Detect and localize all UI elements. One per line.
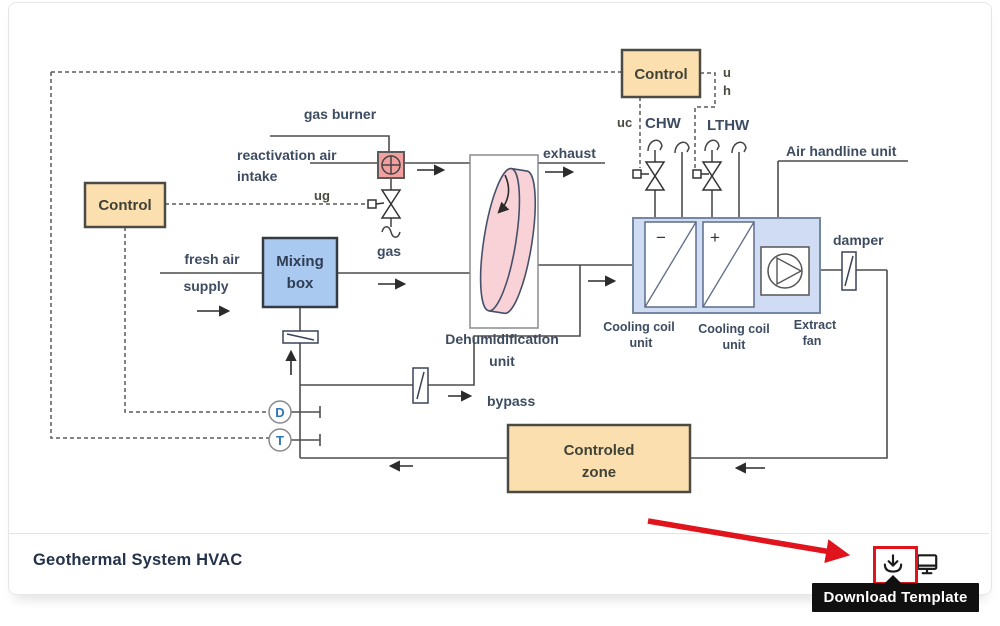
- coil1-minus-sign: −: [656, 228, 666, 247]
- dehumidification-unit: [469, 154, 539, 329]
- dehumidification-label-2: unit: [489, 353, 515, 369]
- zone-label-2: zone: [582, 464, 616, 481]
- controlled-zone-box: Controled zone: [506, 423, 692, 494]
- uc-signal-label: uc: [617, 115, 632, 130]
- download-template-button[interactable]: [878, 549, 908, 579]
- zone-label-1: Controled: [564, 442, 635, 459]
- tooltip-caret: [884, 575, 902, 584]
- reactivation-air-label: reactivation air: [237, 147, 337, 163]
- humidity-sensor: D: [268, 400, 292, 424]
- control-left-label: Control: [98, 197, 151, 214]
- intake-label: intake: [237, 168, 278, 184]
- sensor-t-label: T: [276, 433, 284, 448]
- cooling-coil-1-label-2: unit: [630, 336, 654, 350]
- air-handling-unit: − +: [632, 217, 821, 314]
- gas-label: gas: [377, 243, 401, 259]
- mixing-box-label-2: box: [287, 275, 314, 292]
- extract-fan-label-2: fan: [803, 334, 822, 348]
- control-box-top: Control: [620, 48, 702, 99]
- page-title: Geothermal System HVAC: [33, 551, 243, 569]
- gas-burner-symbol: [377, 151, 405, 179]
- control-box-left: Control: [83, 181, 167, 229]
- damper-symbols: [282, 251, 857, 404]
- download-tooltip: Download Template: [812, 583, 979, 612]
- download-icon: [883, 554, 903, 573]
- u-signal-label: u: [723, 65, 731, 80]
- hvac-diagram: Control Control Mixing box: [50, 48, 908, 494]
- damper-label: damper: [833, 232, 884, 248]
- mixing-box: Mixing box: [261, 236, 339, 309]
- chw-label: CHW: [645, 115, 682, 132]
- pipe-flex-hooks: [647, 139, 747, 154]
- supply-label: supply: [183, 278, 228, 294]
- sensor-d-label: D: [275, 405, 284, 420]
- mixing-box-label-1: Mixing: [276, 253, 324, 270]
- control-wiring-dashed: [50, 71, 716, 439]
- lthw-valve-symbol: [692, 161, 723, 191]
- open-in-editor-button[interactable]: [912, 549, 942, 579]
- lthw-label: LTHW: [707, 117, 750, 134]
- flow-arrows: [197, 164, 765, 474]
- duct-lines: [160, 135, 908, 459]
- tooltip-text: Download Template: [823, 589, 968, 606]
- h-signal-label: h: [723, 83, 731, 98]
- gas-valve-symbol: [367, 189, 402, 238]
- temperature-sensor: T: [268, 428, 292, 452]
- bypass-label: bypass: [487, 393, 535, 409]
- fresh-air-label: fresh air: [184, 251, 240, 267]
- gas-burner-label: gas burner: [304, 106, 377, 122]
- cooling-coil-2-label-1: Cooling coil: [698, 322, 770, 336]
- control-top-label: Control: [634, 66, 687, 83]
- cooling-coil-1-label-1: Cooling coil: [603, 320, 675, 334]
- exhaust-label: exhaust: [543, 145, 596, 161]
- extract-fan-label-1: Extract: [794, 318, 837, 332]
- air-handling-unit-label: Air handline unit: [786, 143, 897, 159]
- extract-fan-symbol: [760, 246, 810, 296]
- wheel-rotation-arrow: [497, 174, 510, 214]
- cooling-coil-2-label-2: unit: [723, 338, 747, 352]
- coil2-plus-sign: +: [710, 228, 720, 247]
- monitor-icon: [916, 554, 938, 575]
- footer-divider: [9, 533, 989, 534]
- ug-signal-label: ug: [314, 188, 330, 203]
- dehumidification-label-1: Dehumidification: [445, 331, 559, 347]
- chw-valve-symbol: [632, 161, 666, 191]
